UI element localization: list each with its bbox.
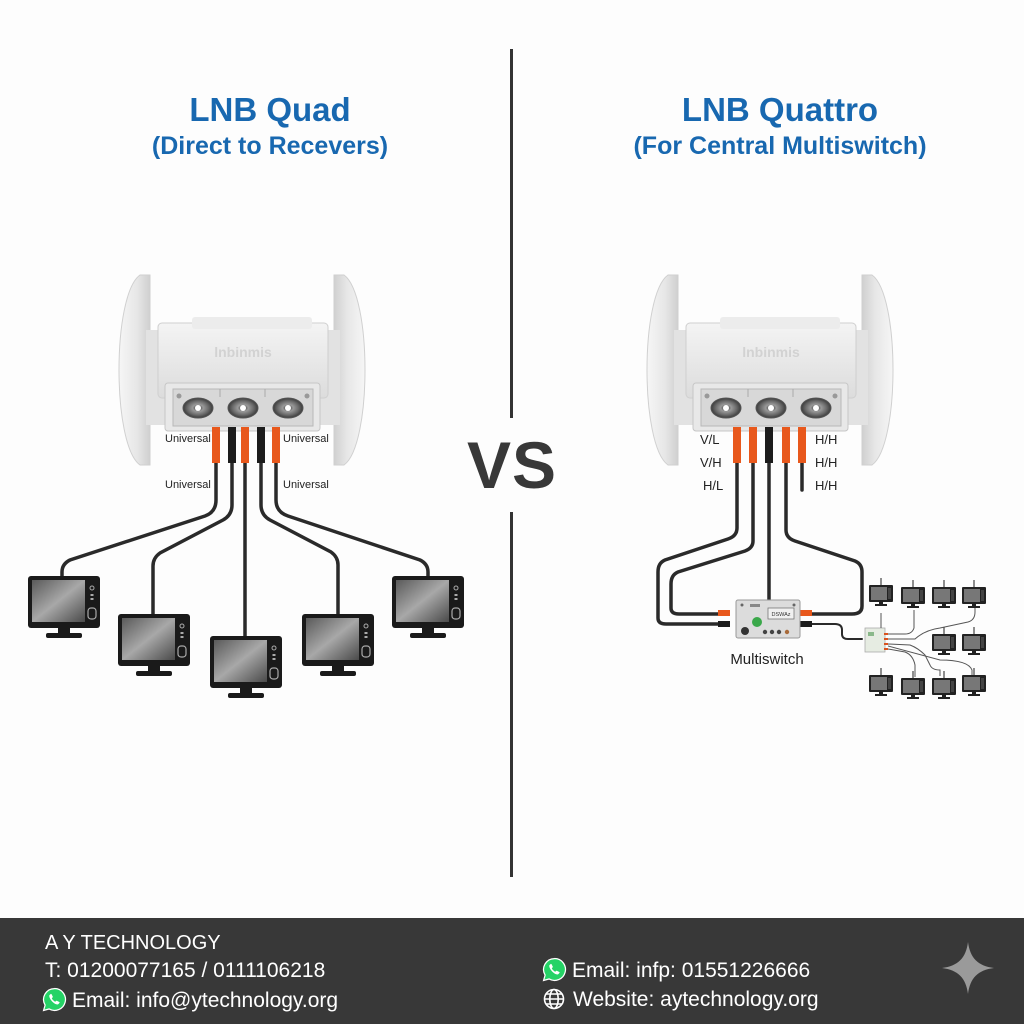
distribution-splitter <box>864 627 888 653</box>
email-right-row: Email: infp: 01551226666 <box>542 957 810 984</box>
port-label: V/L <box>700 432 720 447</box>
connector-black <box>765 427 773 463</box>
receiver-tv <box>27 575 101 639</box>
center-divider-bottom <box>510 512 513 877</box>
connector-black <box>257 427 265 463</box>
whatsapp-icon <box>542 957 567 982</box>
receiver-tv-small <box>868 577 894 607</box>
receiver-tv-small <box>931 670 957 700</box>
port-label: Universal <box>165 433 211 445</box>
center-divider-top <box>510 49 513 418</box>
multiswitch-label: Multiswitch <box>730 651 803 668</box>
left-title: LNB Quad <box>189 91 351 128</box>
connector-orange <box>749 427 757 463</box>
email-left[interactable]: Email: info@ytechnology.org <box>72 989 339 1012</box>
receiver-tv <box>391 575 465 639</box>
left-subtitle: (Direct to Recevers) <box>151 132 389 160</box>
website-row: Website: aytechnology.org <box>542 987 819 1013</box>
website-link[interactable]: Website: aytechnology.org <box>573 988 819 1011</box>
right-connectors <box>733 427 806 463</box>
right-cables <box>656 458 864 640</box>
receiver-tv-small <box>961 626 987 656</box>
port-label: H/H <box>815 478 837 493</box>
left-connectors <box>212 427 280 463</box>
right-title: LNB Quattro <box>681 91 879 128</box>
port-label: Universal <box>283 433 329 445</box>
multiswitch-display: DSWAz <box>771 612 790 618</box>
right-title-block: LNB Quattro (For Central Multiswitch) <box>570 90 990 162</box>
receiver-tv <box>209 635 283 699</box>
right-subtitle: (For Central Multiswitch) <box>633 132 927 160</box>
connector-orange <box>733 427 741 463</box>
multiswitch-device: DSWAz <box>718 599 812 639</box>
receiver-tv-small <box>931 579 957 609</box>
left-cables <box>60 458 430 640</box>
connector-orange <box>241 427 249 463</box>
connector-orange <box>212 427 220 463</box>
receiver-tv-small <box>900 670 926 700</box>
receiver-tv <box>117 613 191 677</box>
connector-orange <box>272 427 280 463</box>
distribution-cables <box>880 605 976 678</box>
globe-icon <box>543 988 565 1010</box>
company-name: A Y TECHNOLOGY <box>45 932 221 954</box>
port-label: H/L <box>703 478 723 493</box>
whatsapp-icon <box>42 987 67 1012</box>
vs-label: VS <box>466 428 558 502</box>
receiver-tv-small <box>868 667 894 697</box>
port-label: V/H <box>700 455 722 470</box>
port-label: Universal <box>283 479 329 491</box>
receiver-tv-small <box>931 626 957 656</box>
phone-numbers: T: 01200077165 / 0111106218 <box>45 959 326 982</box>
email-left-row: Email: info@ytechnology.org <box>42 987 338 1014</box>
sparkle-icon <box>942 942 994 994</box>
connector-orange <box>798 427 806 463</box>
receiver-tv-small <box>900 579 926 609</box>
port-label: Universal <box>165 479 211 491</box>
footer-bar: A Y TECHNOLOGY T: 01200077165 / 01111062… <box>0 918 1024 1024</box>
comparison-diagram: lnbinmis <box>27 274 987 700</box>
receiver-tv <box>301 613 375 677</box>
port-label: H/H <box>815 455 837 470</box>
email-right[interactable]: Email: infp: 01551226666 <box>572 959 811 982</box>
connector-orange <box>782 427 790 463</box>
left-title-block: LNB Quad (Direct to Recevers) <box>60 90 480 162</box>
port-label: H/H <box>815 432 837 447</box>
receiver-tv-small <box>961 579 987 609</box>
connector-black <box>228 427 236 463</box>
receiver-tv-small <box>961 667 987 697</box>
